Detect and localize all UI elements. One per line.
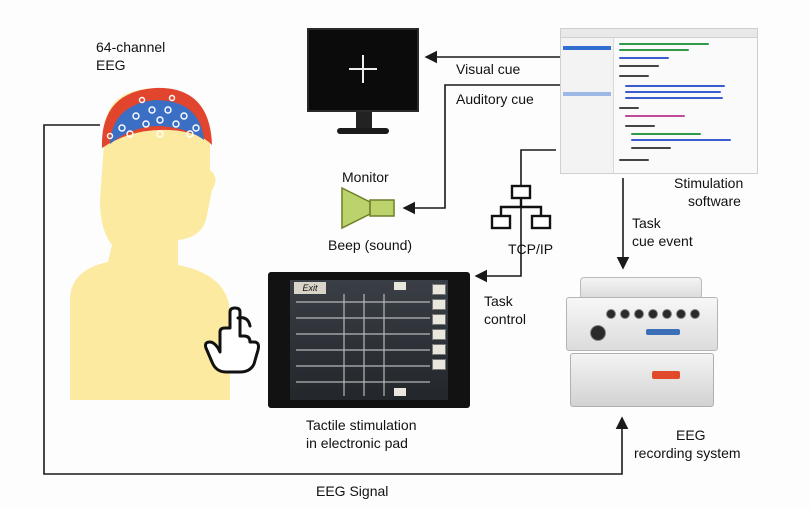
visual-cue-label: Visual cue: [456, 61, 521, 77]
pad-screen: [290, 280, 448, 400]
tactile-label-2: in electronic pad: [306, 435, 408, 451]
eeg-signal-line: [43, 124, 629, 475]
beep-label: Beep (sound): [328, 237, 413, 253]
auditory-cue-label: Auditory cue: [456, 91, 534, 107]
software-label-2: software: [688, 193, 741, 209]
pad-exit-button[interactable]: Exit: [294, 282, 326, 294]
monitor-label: Monitor: [342, 169, 389, 185]
touch-hand-icon: [204, 306, 260, 374]
person-head-icon: [70, 87, 230, 400]
eeg-cap-label-2: EEG: [96, 57, 126, 73]
task-cue-event-label-2: cue event: [632, 233, 693, 249]
software-label-1: Stimulation: [674, 175, 744, 191]
eeg-amplifier: [566, 277, 718, 409]
tactile-label-1: Tactile stimulation: [306, 417, 417, 433]
electronic-pad: Exit: [268, 272, 470, 408]
task-control-label-1: Task: [484, 293, 513, 309]
task-control-label-2: control: [484, 311, 527, 327]
eeg-cap-label-1: 64-channel: [96, 39, 166, 55]
tcpip-label: TCP/IP: [508, 241, 554, 257]
eeg-system-label-2: recording system: [634, 445, 741, 461]
eeg-system-label-1: EEG: [676, 427, 706, 443]
speaker-icon: [341, 186, 395, 230]
network-icon: [490, 184, 552, 230]
monitor-icon: [307, 28, 419, 136]
task-cue-event-label-1: Task: [632, 215, 661, 231]
eeg-signal-label: EEG Signal: [316, 483, 389, 499]
auditory-cue-arrow: [402, 84, 560, 215]
stimulation-software-window: [560, 28, 758, 174]
task-control-arrow: [474, 149, 556, 283]
